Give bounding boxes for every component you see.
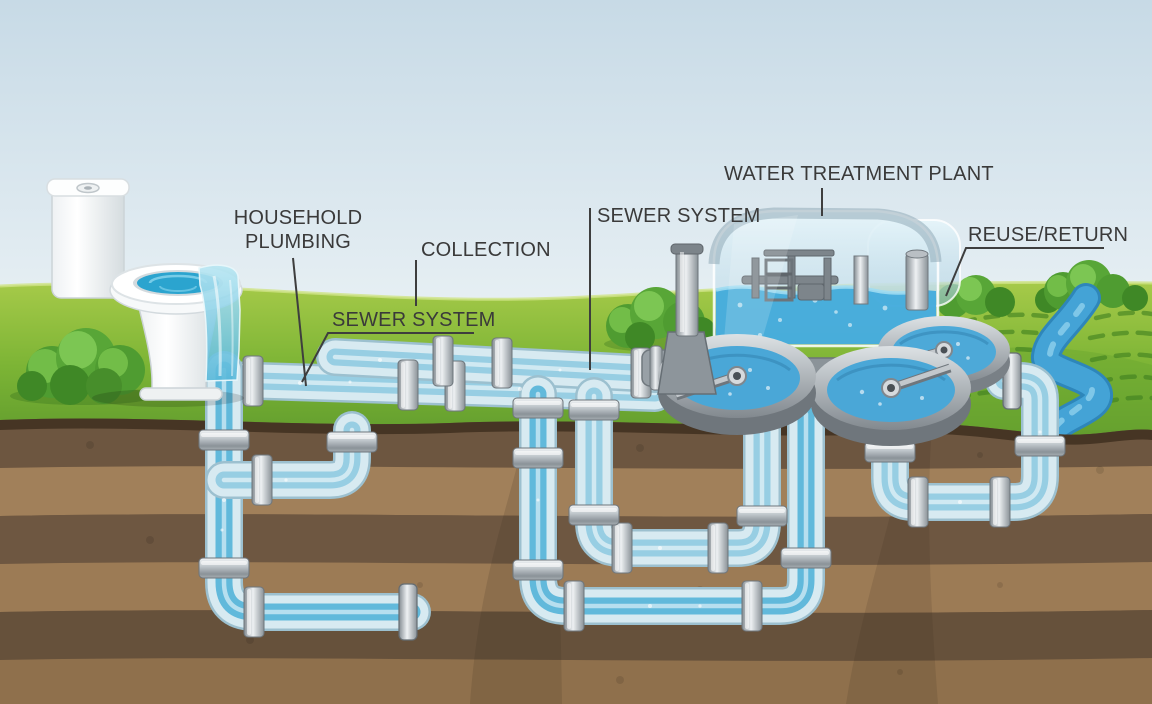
treatment-plant <box>708 207 961 348</box>
toilet <box>46 178 244 407</box>
pipe-bubbles <box>220 358 1042 608</box>
clarifier-basin-2 <box>811 346 971 446</box>
leader-lines <box>292 188 1104 387</box>
label-reuse-return: REUSE/RETURN <box>968 224 1129 246</box>
vent-chimney <box>657 243 717 395</box>
toilet-base <box>139 387 223 401</box>
label-household-plumbing: HOUSEHOLD PLUMBING <box>233 207 363 253</box>
label-water-treatment-plant: WATER TREATMENT PLANT <box>724 163 994 185</box>
leader-reuse-return <box>945 247 1104 297</box>
plant-equipment <box>741 249 839 302</box>
bush-cluster-left <box>10 328 154 405</box>
leader-household-plumbing <box>292 257 307 387</box>
label-sewer-system-left: SEWER SYSTEM <box>332 309 496 331</box>
bush-cluster-plant-right <box>936 275 1015 318</box>
label-collection: COLLECTION <box>421 239 551 261</box>
label-sewer-system-center: SEWER SYSTEM <box>597 205 761 227</box>
leader-sewer-system-left <box>301 332 474 383</box>
water-cascade <box>198 264 241 382</box>
